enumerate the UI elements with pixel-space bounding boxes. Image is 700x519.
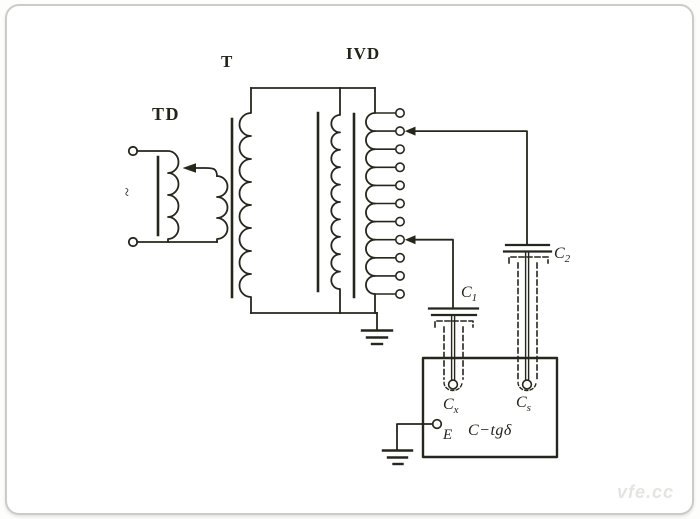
watermark-text: vfe.cc xyxy=(617,482,675,502)
tap-terminal xyxy=(394,198,405,209)
label-terminal-cs: Cs xyxy=(516,395,531,414)
td-primary-winding xyxy=(136,150,180,243)
bridge-box xyxy=(421,356,559,459)
bridge-box-symbol xyxy=(381,356,559,466)
cs-base: C xyxy=(516,394,527,411)
t-primary-winding xyxy=(238,87,252,314)
label-capacitor-c1: C1 xyxy=(461,285,477,304)
label-regulator-td: TD xyxy=(152,104,181,124)
tap-terminal xyxy=(394,144,405,155)
ground-symbol-ivd xyxy=(360,312,394,346)
td-terminal-bottom xyxy=(127,236,139,248)
td-wiper-wire xyxy=(194,167,218,177)
cx-terminal xyxy=(447,379,459,390)
c1-base: C xyxy=(461,284,472,301)
transformer-t-ivd-symbol xyxy=(230,87,378,314)
label-bridge-device: C−tgδ xyxy=(468,422,512,439)
label-transformer-t: T xyxy=(221,52,233,71)
ivd-taps xyxy=(374,108,405,299)
label-divider-ivd: IVD xyxy=(346,44,381,63)
label-terminal-cx: Cx xyxy=(443,397,459,416)
cx-terminal-curl xyxy=(443,381,463,392)
tap-terminal xyxy=(394,234,405,245)
td-wiper-arrow-icon xyxy=(182,163,196,173)
capacitor-c2-symbol xyxy=(404,126,553,392)
c2-base: C xyxy=(554,245,565,262)
regulator-td-symbol xyxy=(127,145,229,248)
c1-tap-wire xyxy=(413,238,454,309)
c1-sub: 1 xyxy=(471,292,478,304)
label-earth-e: E xyxy=(443,427,453,443)
ac-source-symbol: ~ xyxy=(117,187,135,197)
cs-sub: s xyxy=(526,402,531,414)
earth-wire xyxy=(396,423,434,451)
ivd-tapped-winding xyxy=(365,87,376,314)
tap-terminal xyxy=(394,162,405,173)
ivd-excitation-winding xyxy=(330,87,341,314)
image-card xyxy=(5,4,694,515)
tap-arrow-icon xyxy=(404,235,416,245)
tap-terminal xyxy=(394,216,405,227)
tap-terminal xyxy=(394,288,405,299)
tap-terminal xyxy=(394,180,405,191)
tap-arrow-icon xyxy=(404,126,416,136)
tap-terminal xyxy=(394,252,405,263)
cs-terminal xyxy=(521,379,533,390)
tap-terminal xyxy=(394,270,405,281)
cs-terminal-curl xyxy=(517,381,537,392)
earth-terminal xyxy=(431,418,443,430)
c2-sub: 2 xyxy=(564,253,571,265)
label-capacitor-c2: C2 xyxy=(554,246,570,265)
tap-terminal xyxy=(394,126,405,137)
td-terminal-top xyxy=(127,145,139,157)
capacitor-c1-symbol xyxy=(404,235,480,392)
c2-tap-wire xyxy=(413,130,528,245)
cx-base: C xyxy=(443,396,454,413)
td-secondary-winding xyxy=(216,175,229,243)
cx-sub: x xyxy=(453,404,459,416)
tap-terminal xyxy=(394,108,405,119)
